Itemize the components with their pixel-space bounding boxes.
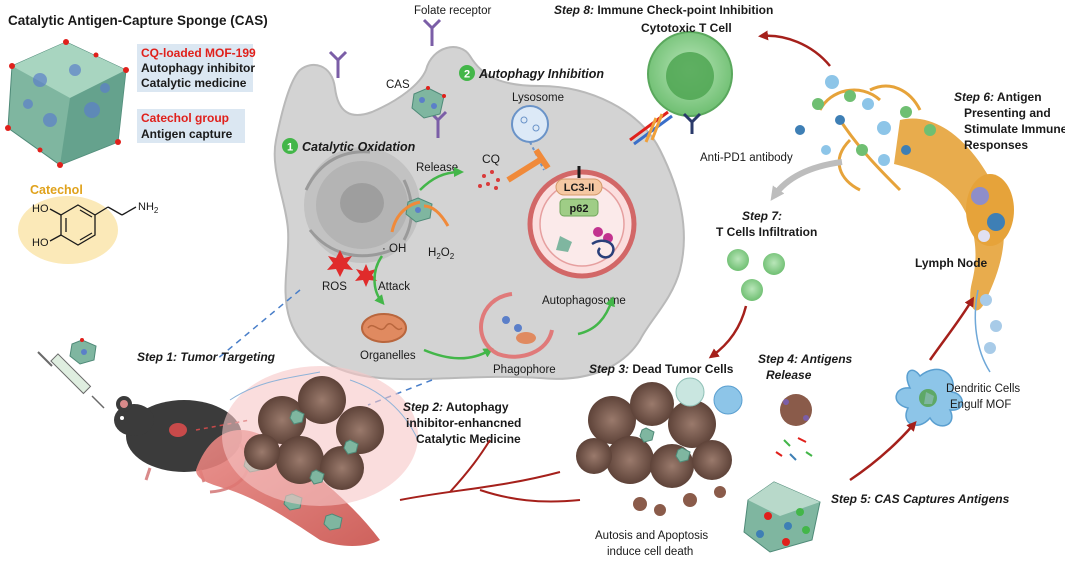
- inhibit-arrow: [506, 157, 542, 183]
- catalytic-title: Catalytic Oxidation: [302, 140, 416, 154]
- autophagy-num: 2: [464, 69, 470, 81]
- step6-line1: Step 6: Antigen: [954, 90, 1042, 104]
- step1-label: Step 1: Tumor Targeting: [137, 350, 276, 364]
- folate-receptor-label: Folate receptor: [414, 5, 492, 17]
- phagophore-icon: [479, 292, 554, 359]
- tumor-cell: 2 Autophagy Inhibition 1 Catalytic Oxida…: [273, 5, 685, 381]
- autophagy-badge: [459, 65, 475, 81]
- tcr-connector-icon: [629, 110, 673, 146]
- antigen-capture-label: Antigen capture: [141, 127, 233, 141]
- antibody-icon: [682, 112, 702, 134]
- zoom-line-left: [215, 289, 301, 361]
- catalytic-num: 1: [287, 142, 293, 154]
- cas-antigen-sponge-icon: [743, 481, 821, 553]
- nh2-label: NH2: [138, 201, 159, 215]
- mof-desc-2: Catalytic medicine: [141, 76, 247, 90]
- mof-label-box: [137, 44, 253, 92]
- lysosome-fusion-line: [529, 141, 545, 171]
- lymph-node-label: Lymph Node: [915, 256, 988, 270]
- arrow-step7-to-step3: [708, 305, 748, 359]
- immune-cells-cluster: [795, 75, 936, 166]
- step2-line2: inhibitor-enhancned: [406, 416, 521, 430]
- oh-label: · OH: [382, 243, 406, 255]
- catalytic-badge: [282, 138, 298, 154]
- step6-line4: Responses: [964, 138, 1028, 152]
- death-label-2: induce cell death: [607, 546, 693, 558]
- lc3-label: LC3-II: [564, 182, 595, 194]
- cytotoxic-label: Cytotoxic T Cell: [641, 21, 732, 35]
- phagophore-arrow: [577, 296, 615, 336]
- catechol-highlight: [18, 196, 118, 264]
- autophagosome-label: Autophagosome: [542, 295, 626, 307]
- anti-pd1-label: Anti-PD1 antibody: [700, 152, 793, 164]
- p62-box: [559, 198, 599, 217]
- ho-bottom: HO: [32, 237, 49, 249]
- arrow-to-step7: [770, 159, 843, 201]
- lymph-vessel-tail: [974, 289, 1002, 373]
- p62-label: p62: [570, 203, 589, 215]
- step8-label: Step 8: Immune Check-point Inhibition: [554, 3, 773, 17]
- step7-num: Step 7:: [742, 209, 782, 223]
- arrow-dc-to-lymph: [928, 296, 975, 361]
- cytotoxic-t-cell: Cytotoxic T Cell Step 8: Immune Check-po…: [554, 3, 793, 164]
- attack-label: Attack: [378, 281, 410, 293]
- cas-particle-icon: [411, 86, 446, 119]
- organelles-label: Organelles: [360, 350, 416, 362]
- mof-crystal-icon: [5, 39, 129, 168]
- mouse-zoom-line: [195, 419, 251, 431]
- step7-text: T Cells Infiltration: [716, 225, 817, 239]
- death-label-1: Autosis and Apoptosis: [595, 530, 708, 542]
- arrow-step5-to-dc: [849, 420, 917, 482]
- ros-burst-icon: [327, 250, 377, 287]
- step2-line3: Catalytic Medicine: [416, 432, 521, 446]
- dc-label-2: Engulf MOF: [950, 399, 1011, 411]
- dc-label-1: Dendritic Cells: [946, 383, 1020, 395]
- arrow-step6-to-step8: [758, 30, 831, 67]
- organelles-arrow: [423, 347, 494, 360]
- autophagy-title: Autophagy Inhibition: [478, 67, 604, 81]
- lymph-node: Lymph Node: [818, 84, 1014, 311]
- lysosome-label: Lysosome: [512, 92, 564, 104]
- catechol-group-label: Catechol group: [141, 111, 229, 125]
- panel-title: Catalytic Antigen-Capture Sponge (CAS): [8, 13, 268, 28]
- nucleus: [304, 147, 420, 263]
- mof-desc-1: Autophagy inhibitor: [141, 61, 255, 75]
- tumor-mass: [222, 366, 419, 506]
- step5-label: Step 5: CAS Captures Antigens: [831, 492, 1010, 506]
- h2o2-label: H2O2: [428, 247, 455, 261]
- phagophore-label: Phagophore: [493, 364, 556, 376]
- release-label: Release: [416, 162, 458, 174]
- attack-arrow: [373, 255, 385, 306]
- t-cells-infiltration-icon: [727, 249, 785, 301]
- vessel-branches: [399, 439, 581, 503]
- catechol-label-box: [137, 109, 245, 143]
- injected-cas-icon: [69, 338, 97, 365]
- step4-line1: Step 4: Antigens: [758, 352, 853, 366]
- step6-line3: Stimulate Immune: [964, 122, 1065, 136]
- cas-legend-panel: Catalytic Antigen-Capture Sponge (CAS) C…: [5, 13, 268, 264]
- catechol-structure: [49, 204, 137, 246]
- mof-label: CQ-loaded MOF-199: [141, 46, 256, 60]
- cq-label: CQ: [482, 152, 500, 166]
- catechol-title: Catechol: [30, 183, 83, 197]
- ros-label: ROS: [322, 281, 347, 293]
- lc3-box: [555, 178, 603, 196]
- step4-line2: Release: [766, 368, 812, 382]
- step3-label: Step 3: Dead Tumor Cells: [589, 362, 734, 376]
- cq-molecules: [478, 170, 500, 190]
- dendritic-cell-icon: [895, 368, 963, 427]
- cas-label: CAS: [386, 79, 410, 91]
- release-arrow: [419, 167, 464, 191]
- antigen-fragments-icon: [775, 394, 813, 461]
- step6-line2: Presenting and: [964, 106, 1051, 120]
- step2-line1: Step 2: Autophagy: [403, 400, 509, 414]
- syringe-icon: [37, 351, 105, 409]
- ho-top: HO: [32, 203, 49, 215]
- lysosome-icon: [511, 105, 549, 143]
- dead-tumor-cells: [576, 377, 743, 516]
